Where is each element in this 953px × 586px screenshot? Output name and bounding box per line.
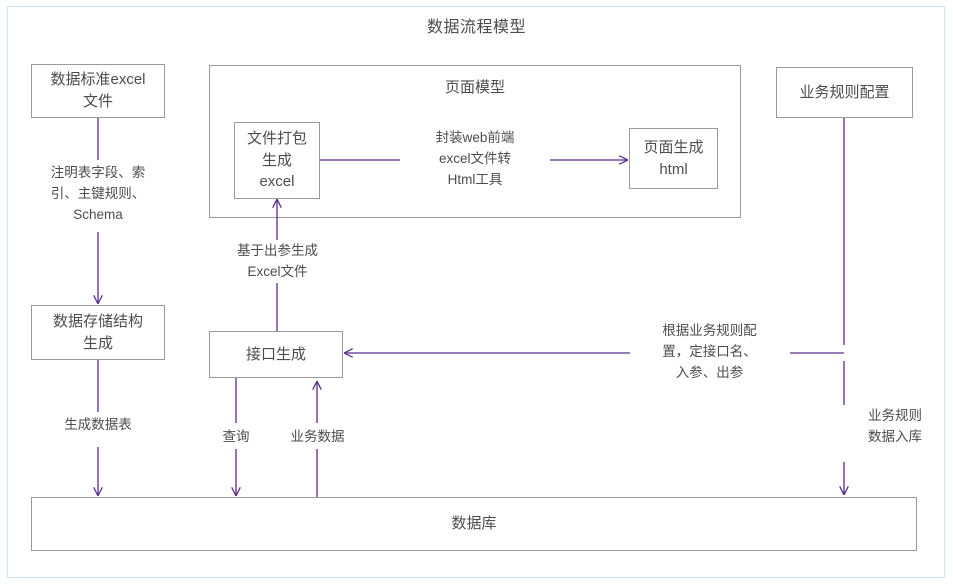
edge-label-business-rule-to-db: 业务规则 数据入库 bbox=[855, 406, 935, 448]
node-page-generate-html[interactable]: 页面生成 html bbox=[629, 128, 718, 189]
node-business-rule-config-label: 业务规则配置 bbox=[799, 83, 890, 101]
node-data-standard-excel-label: 数据标准excel 文件 bbox=[50, 71, 146, 110]
node-data-storage-structure[interactable]: 数据存储结构 生成 bbox=[31, 305, 165, 360]
node-data-standard-excel[interactable]: 数据标准excel 文件 bbox=[31, 64, 165, 118]
node-database-label: 数据库 bbox=[451, 515, 497, 533]
edge-label-schema-note: 注明表字段、索 引、主键规则、 Schema bbox=[26, 163, 170, 226]
node-data-storage-structure-label: 数据存储结构 生成 bbox=[52, 312, 143, 352]
group-page-model-title: 页面模型 bbox=[444, 79, 505, 96]
edge-label-query: 查询 bbox=[206, 427, 266, 448]
edge-label-per-business-rule: 根据业务规则配 置，定接口名、 入参、出参 bbox=[632, 321, 787, 384]
edge-label-wrap-web-frontend: 封装web前端 excel文件转 Html工具 bbox=[400, 128, 550, 191]
edge-label-business-data: 业务数据 bbox=[275, 427, 360, 448]
node-interface-generation[interactable]: 接口生成 bbox=[209, 331, 343, 378]
node-page-generate-html-label: 页面生成 html bbox=[643, 138, 704, 178]
node-file-package-excel[interactable]: 文件打包 生成 excel bbox=[234, 122, 320, 199]
node-business-rule-config[interactable]: 业务规则配置 bbox=[776, 67, 913, 118]
node-file-package-excel-label: 文件打包 生成 excel bbox=[246, 129, 307, 191]
node-interface-generation-label: 接口生成 bbox=[245, 345, 306, 363]
node-database[interactable]: 数据库 bbox=[31, 497, 917, 551]
page-title: 数据流程模型 bbox=[426, 19, 526, 36]
edge-label-generate-table: 生成数据表 bbox=[28, 415, 168, 436]
edge-label-based-on-output-params: 基于出参生成 Excel文件 bbox=[205, 241, 350, 283]
